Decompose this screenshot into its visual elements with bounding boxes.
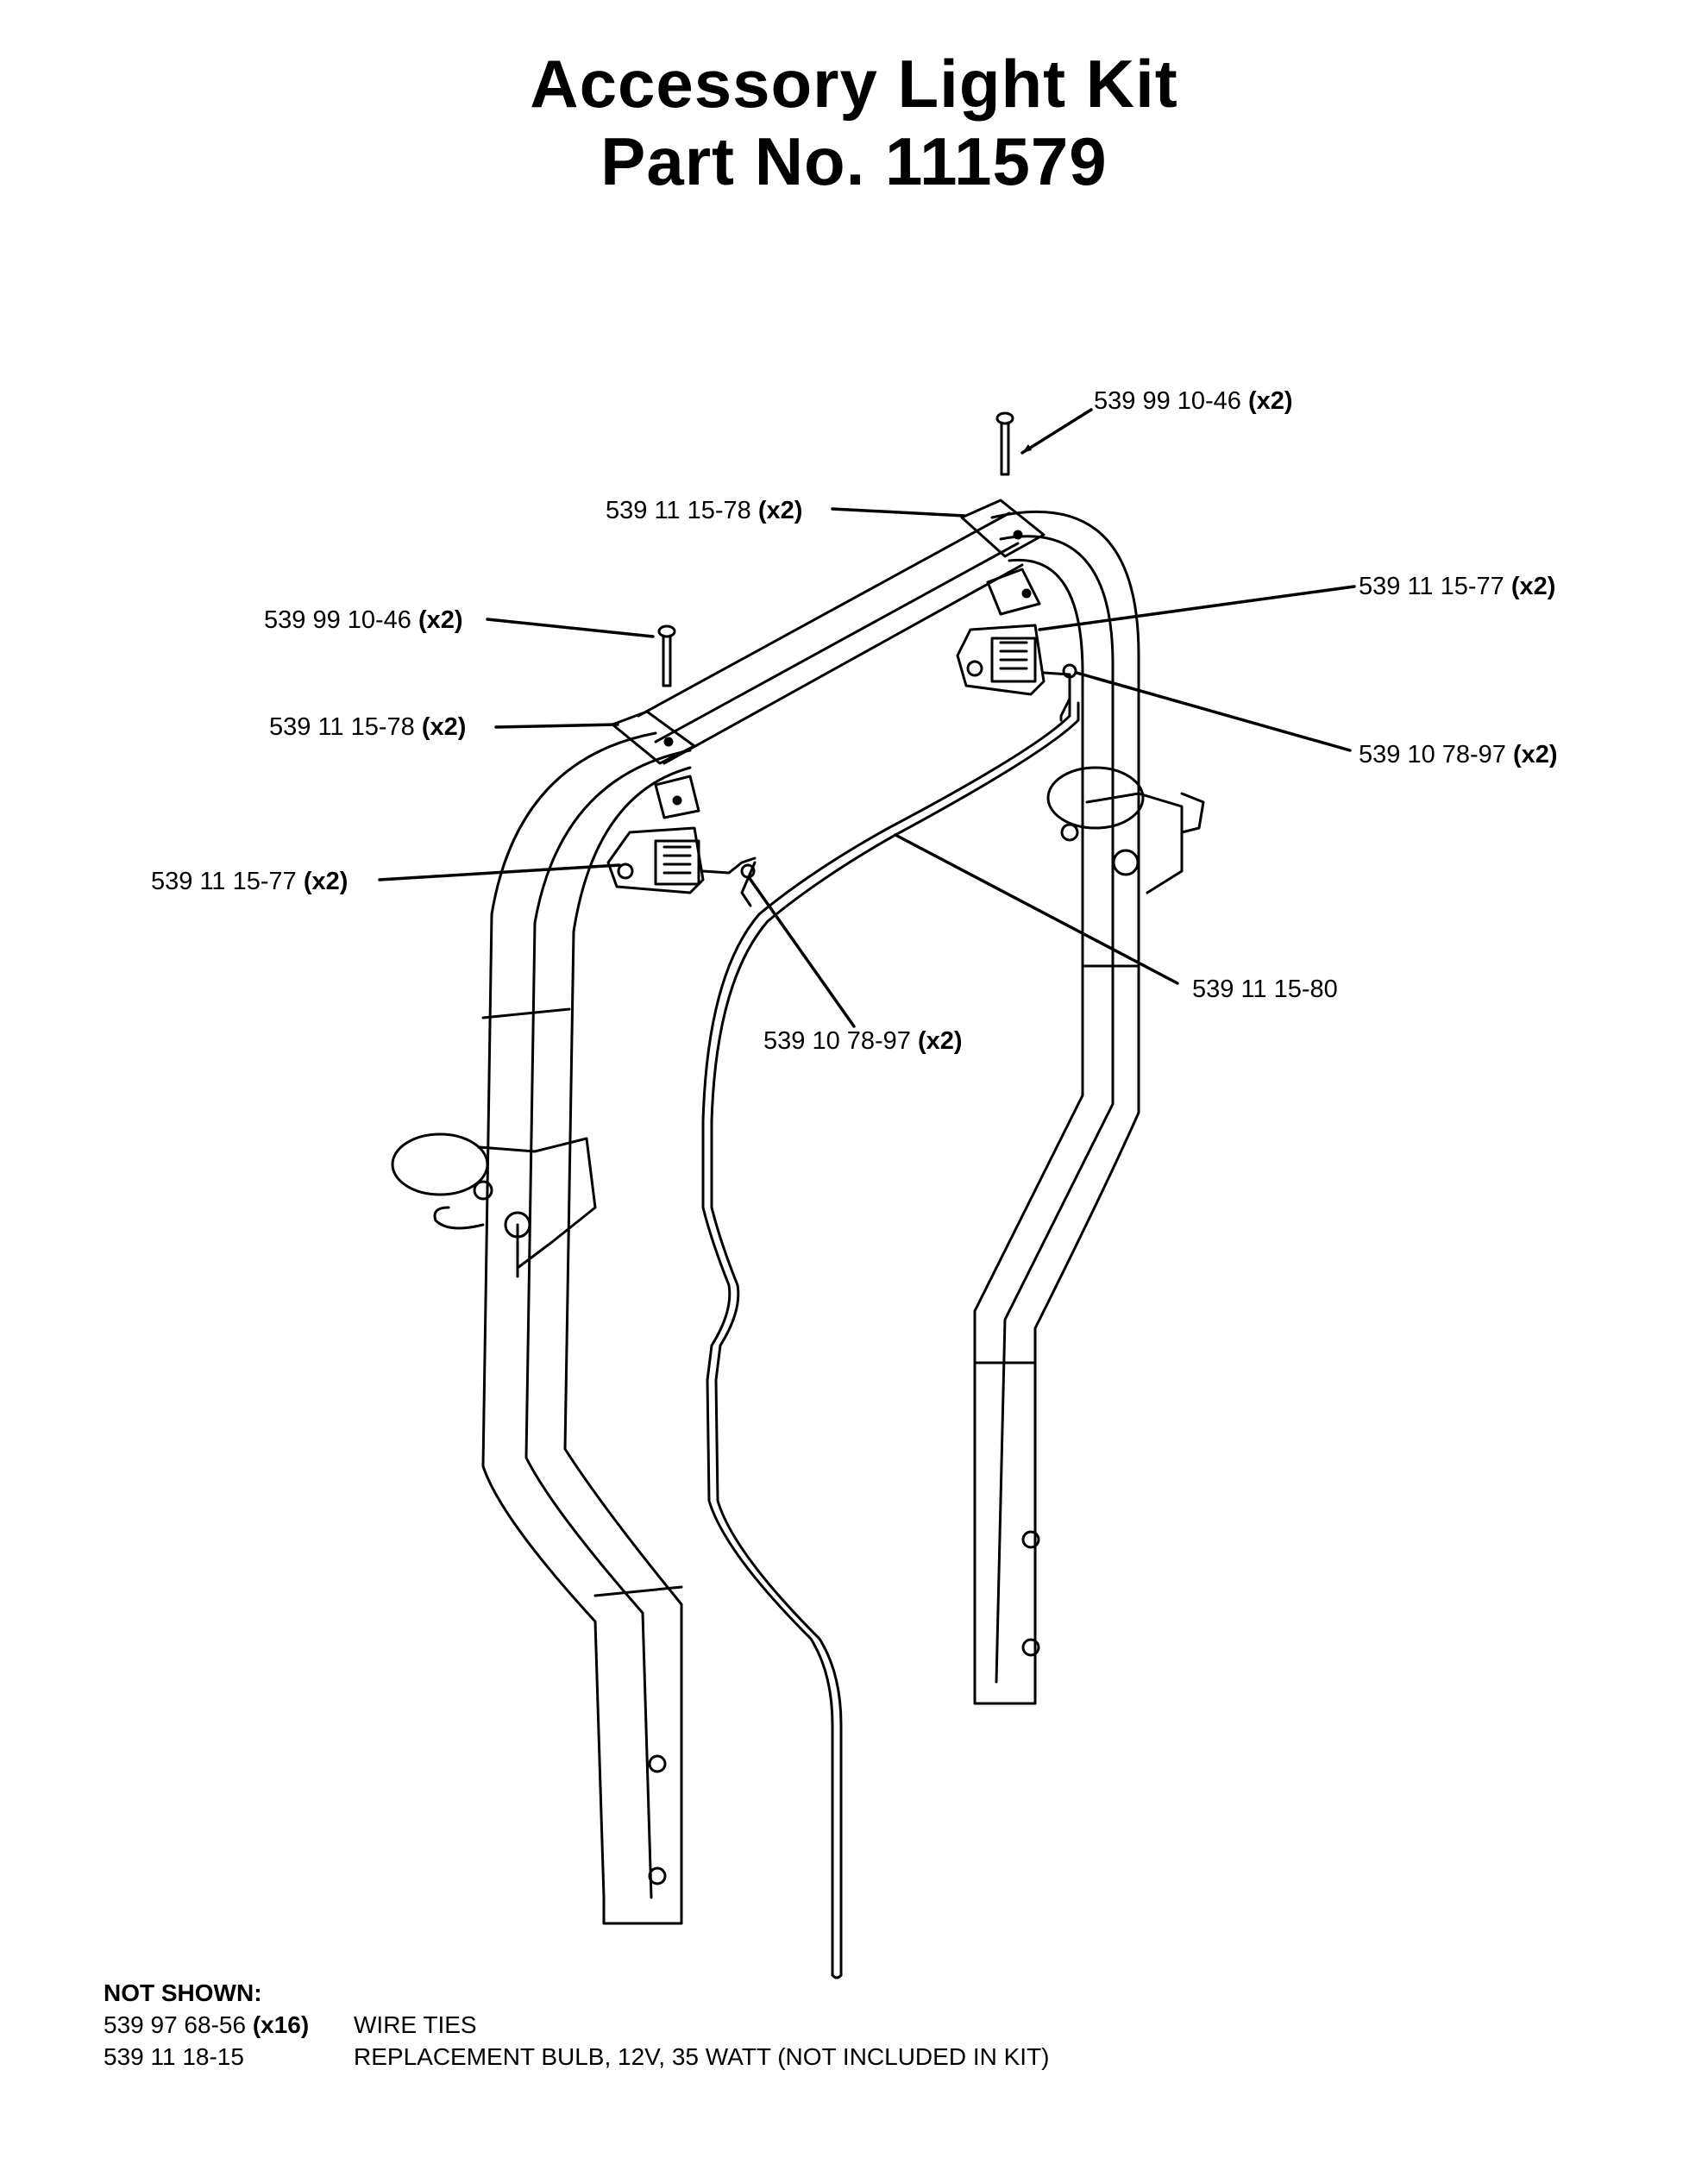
leader-light-right: [1038, 585, 1356, 631]
part-number-title: Part No. 111579: [600, 123, 1108, 199]
leader-nut-right: [1075, 671, 1352, 752]
latch-right-shape: [1046, 766, 1205, 894]
callout-part-number: 539 10 78-97: [1359, 741, 1506, 768]
leader-bolt-left: [486, 618, 655, 638]
leader-bolt-top-right: [1020, 408, 1093, 455]
callout-bolt-left: 539 99 10-46 (x2): [264, 605, 463, 635]
leader-light-left: [378, 863, 621, 881]
callout-bracket-top-right: 539 11 15-78 (x2): [606, 496, 802, 525]
bracket-left-shape: [611, 710, 700, 819]
callout-part-number: 539 11 15-78: [606, 497, 751, 524]
latch-left-shape: [391, 1132, 597, 1278]
list-item: 539 97 68-56 (x16) WIRE TIES: [104, 2009, 1050, 2041]
not-shown-list: NOT SHOWN: 539 97 68-56 (x16) WIRE TIES …: [104, 1977, 1050, 2073]
frame-left-tube: [481, 731, 692, 1925]
item-part-number: 539 11 18-15: [104, 2043, 244, 2070]
item-description: REPLACEMENT BULB, 12V, 35 WATT (NOT INCL…: [354, 2043, 1050, 2070]
light-right-shape: [956, 624, 1071, 722]
callout-quantity: (x2): [918, 1027, 963, 1055]
arrowhead-bolt-top-right: [1022, 444, 1032, 453]
leader-bracket-left: [494, 723, 619, 729]
frame-bolt-left-lower: [648, 1866, 667, 1885]
callout-part-number: 539 11 15-78: [269, 713, 415, 741]
item-quantity: (x16): [252, 2011, 310, 2038]
frame-bolt-right-upper: [1021, 1530, 1040, 1549]
frame-bolt-right-lower: [1021, 1638, 1040, 1657]
item-part-number: 539 97 68-56: [104, 2011, 247, 2038]
bolt-top-right-shape: [995, 411, 1014, 476]
callout-bracket-left: 539 11 15-78 (x2): [269, 712, 466, 742]
callout-light-right: 539 11 15-77 (x2): [1359, 572, 1555, 601]
leader-lines: [378, 408, 1356, 1028]
callout-quantity: (x2): [1513, 741, 1558, 768]
callout-part-number: 539 99 10-46: [264, 606, 411, 634]
frame-crossbar: [637, 511, 1024, 765]
callout-quantity: (x2): [1510, 573, 1556, 600]
callout-quantity: (x2): [1248, 387, 1293, 415]
callout-quantity: (x2): [757, 497, 803, 524]
callout-quantity: (x2): [421, 713, 467, 741]
frame-right-tube: [973, 510, 1140, 1705]
callout-quantity: (x2): [303, 868, 349, 895]
frame-bolt-left-upper: [648, 1754, 667, 1773]
callout-harness: 539 11 15-80: [1192, 975, 1338, 1004]
bracket-top-right-shape: [960, 499, 1046, 616]
leader-harness: [894, 833, 1179, 985]
callout-part-number: 539 10 78-97: [763, 1027, 911, 1055]
callout-part-number: 539 11 15-80: [1192, 975, 1338, 1003]
item-description: WIRE TIES: [354, 2011, 477, 2038]
callout-nut-left: 539 10 78-97 (x2): [763, 1026, 963, 1056]
bolt-left-shape: [657, 624, 676, 687]
not-shown-header: NOT SHOWN:: [104, 1979, 262, 2006]
callout-part-number: 539 99 10-46: [1094, 387, 1241, 415]
callout-bolt-top-right: 539 99 10-46 (x2): [1094, 386, 1293, 416]
callout-part-number: 539 11 15-77: [151, 868, 297, 895]
callout-light-left: 539 11 15-77 (x2): [151, 867, 348, 896]
callout-part-number: 539 11 15-77: [1359, 573, 1504, 600]
callout-nut-right: 539 10 78-97 (x2): [1359, 740, 1558, 769]
leader-bracket-top-right: [831, 507, 966, 518]
callout-quantity: (x2): [418, 606, 463, 634]
page-title: Accessory Light Kit: [530, 46, 1178, 122]
light-left-shape: [606, 826, 757, 894]
leader-nut-left: [747, 875, 856, 1028]
list-item: 539 11 18-15 REPLACEMENT BULB, 12V, 35 W…: [104, 2041, 1050, 2073]
nut-right-shape: [1062, 663, 1077, 679]
